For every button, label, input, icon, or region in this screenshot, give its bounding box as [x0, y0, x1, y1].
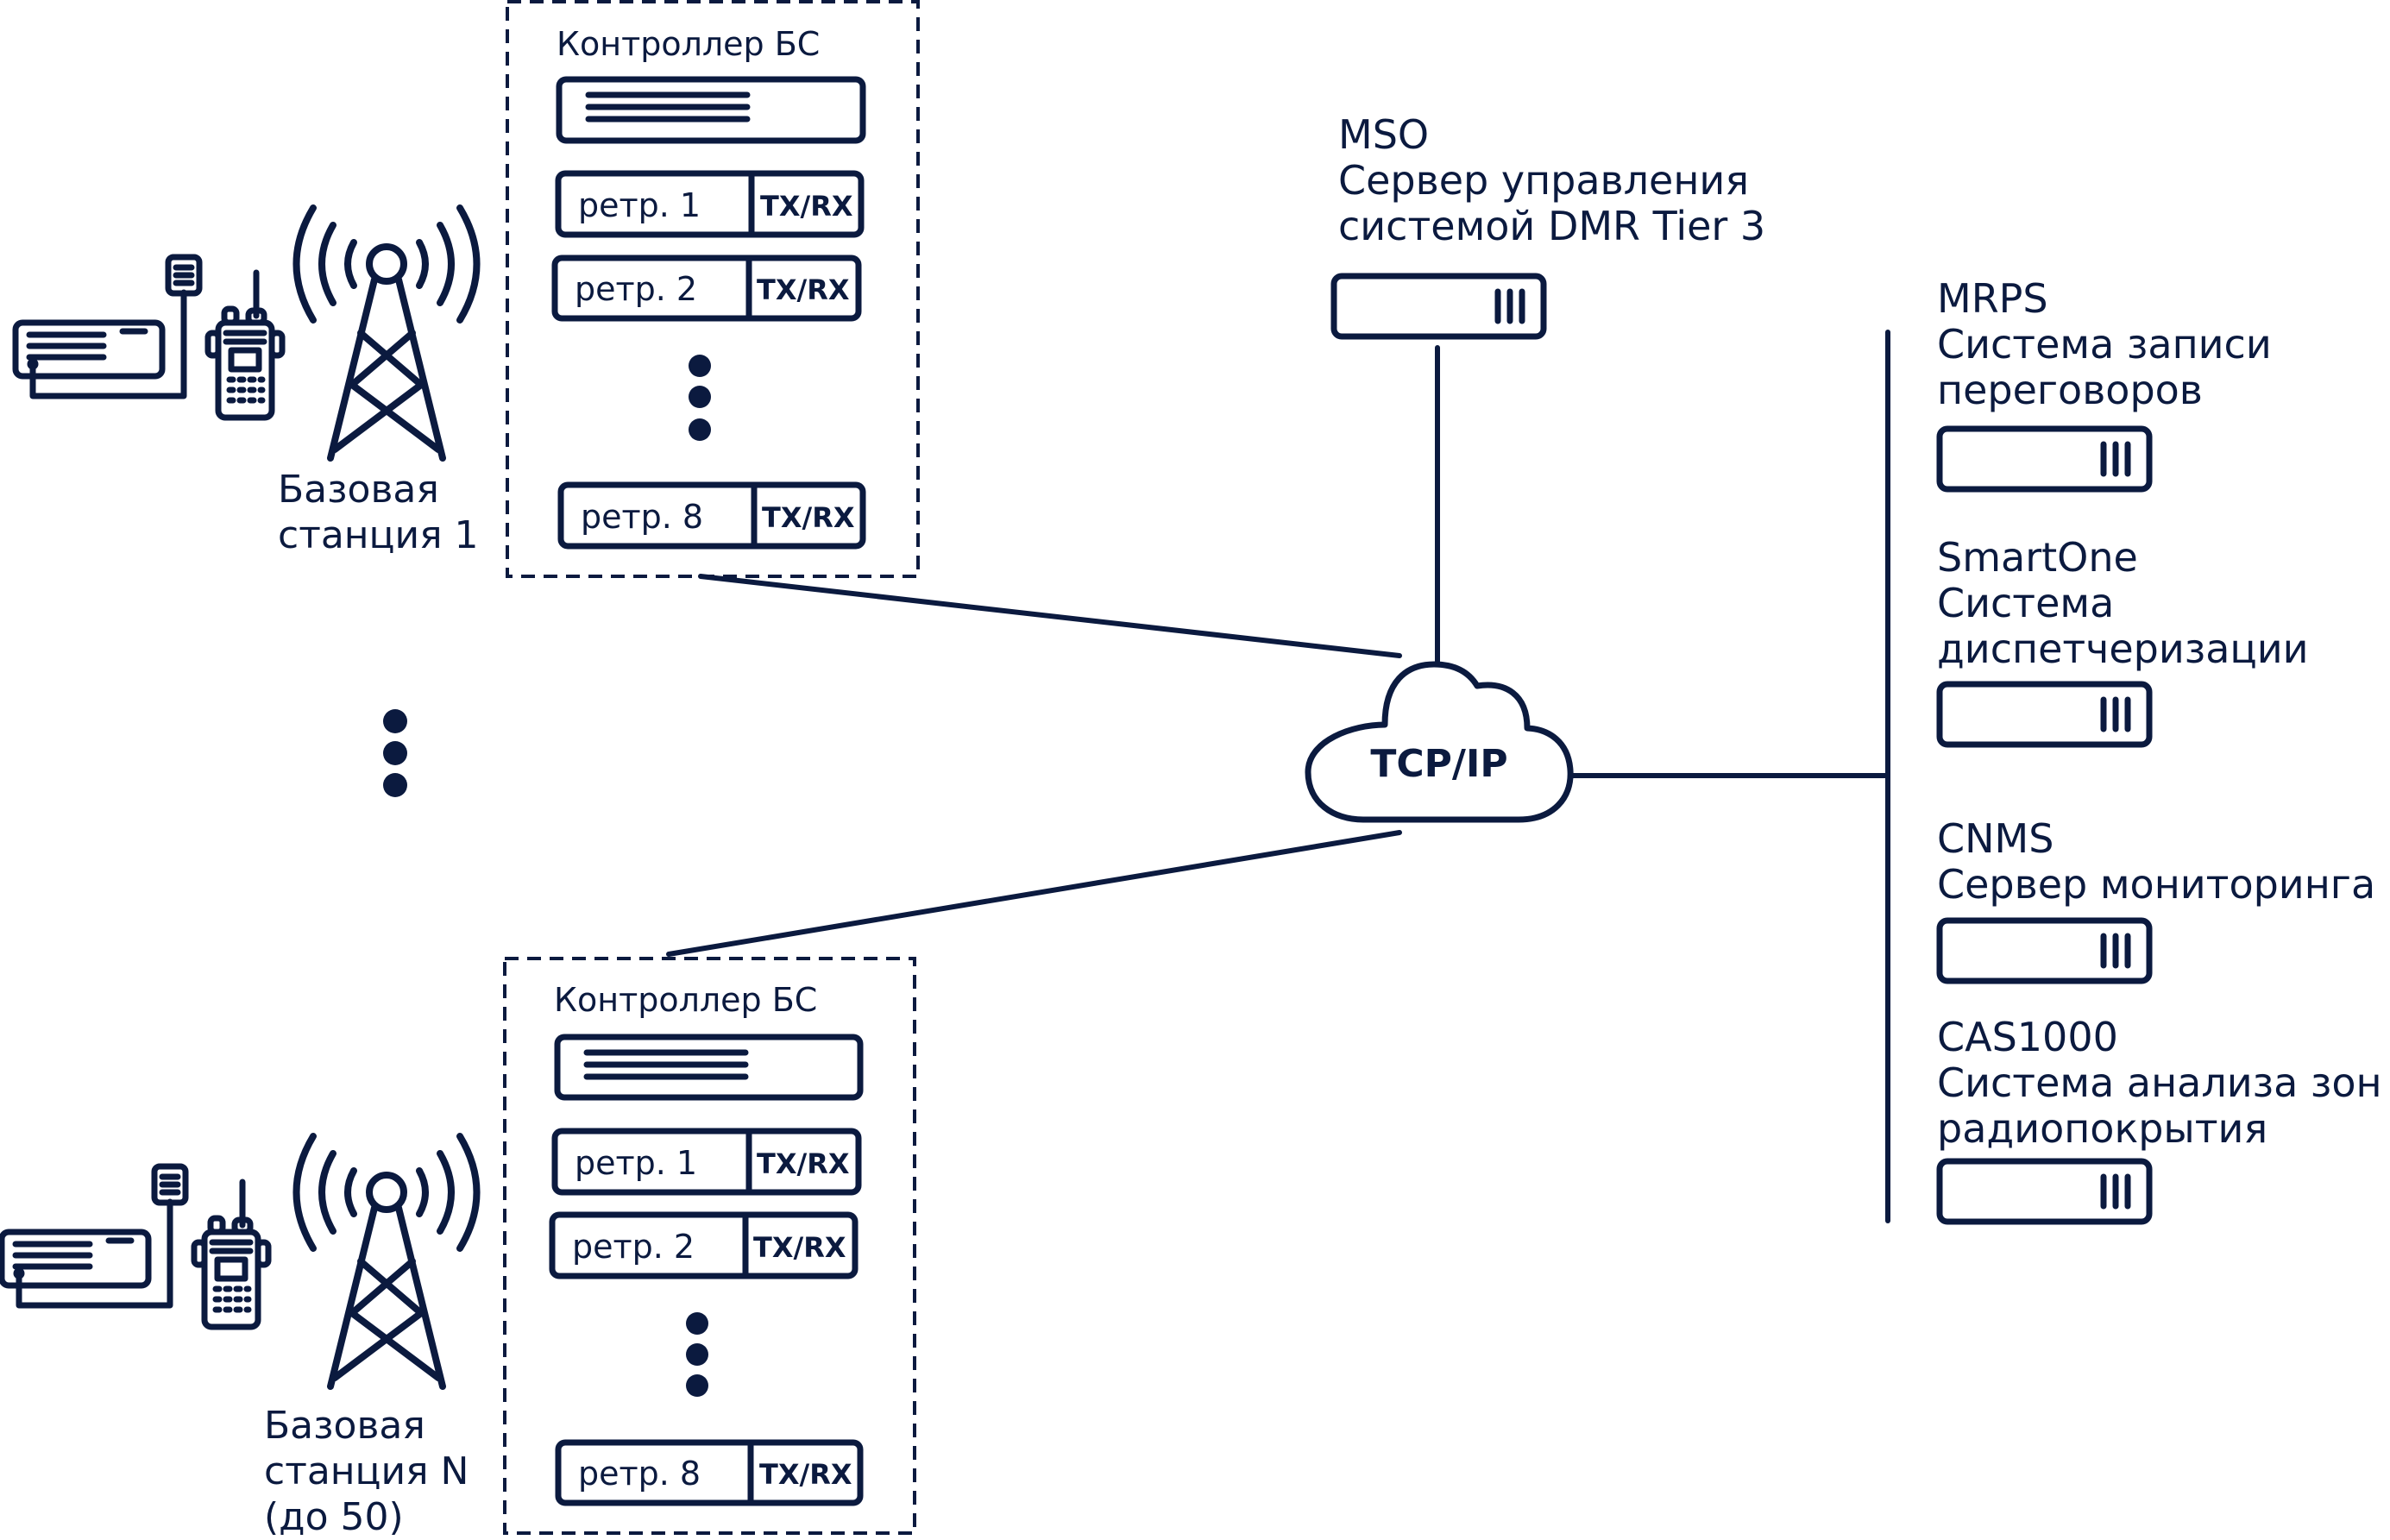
base-station-label-line1: Базовая [264, 1404, 425, 1448]
server-cnms: CNMS Сервер мониторинга [1937, 815, 2375, 981]
base-station-label-line3: (до 50) [264, 1495, 404, 1539]
controller-dashed-frame [503, 957, 916, 1535]
server-title: CNMS [1937, 815, 2054, 862]
repeater-name: ретр. 2 [575, 270, 697, 308]
mso-server: MSO Сервер управления системой DMR Tier … [1334, 111, 1765, 336]
link-bs1-to-network [698, 574, 1402, 658]
base-stations-ellipsis [383, 709, 407, 797]
base-station-n: Базовая станция N (до 50) Контроллер БС … [2, 957, 916, 1539]
base-station-label-line2: станция N [264, 1449, 469, 1493]
ellipsis-dots [689, 355, 711, 441]
server-desc-line1: Сервер мониторинга [1937, 861, 2375, 908]
server-title: MRPS [1937, 275, 2048, 322]
repeater-port: TX/RX [753, 1231, 846, 1264]
server-icon [1940, 921, 2149, 981]
mso-desc-line2: системой DMR Tier 3 [1338, 203, 1765, 249]
server-desc-line2: радиопокрытия [1937, 1105, 2267, 1152]
controller-unit [556, 76, 866, 144]
server-desc-line1: Система анализа зон [1937, 1059, 2382, 1106]
radio-tower-icon [297, 208, 477, 458]
repeater-name: ретр. 1 [575, 1144, 697, 1182]
repeater-row: ретр. 1 TX/RX [555, 170, 865, 238]
server-smartone: SmartOne Система диспетчеризации [1937, 534, 2309, 745]
repeater-port: TX/RX [757, 1147, 850, 1180]
server-mrps: MRPS Система записи переговоров [1937, 275, 2272, 489]
repeater-port: TX/RX [759, 1458, 852, 1491]
base-station-label-line2: станция 1 [278, 513, 479, 557]
radio-tower-icon [297, 1136, 477, 1386]
repeater-port: TX/RX [760, 190, 853, 223]
server-icon [1334, 276, 1544, 336]
connection-lines [666, 330, 1890, 1223]
repeater-row: ретр. 2 TX/RX [549, 1211, 859, 1279]
server-cas1000: CAS1000 Система анализа зон радиопокрыти… [1937, 1014, 2382, 1222]
repeater-row: ретр. 8 TX/RX [557, 481, 866, 550]
mobile-radio-icon [2, 1166, 268, 1327]
server-icon [1940, 429, 2149, 489]
cloud-icon [1305, 661, 1574, 823]
repeater-name: ретр. 8 [581, 498, 703, 536]
server-desc-line2: переговоров [1937, 367, 2203, 413]
repeater-port: TX/RX [762, 501, 855, 534]
server-desc-line2: диспетчеризации [1937, 625, 2309, 672]
link-bsn-to-network [666, 830, 1402, 957]
ellipsis-dots [686, 1312, 708, 1397]
base-station-label-line1: Базовая [278, 468, 439, 512]
controller-title: Контроллер БС [557, 25, 820, 63]
controller-title: Контроллер БС [554, 981, 817, 1019]
server-title: CAS1000 [1937, 1014, 2118, 1060]
controller-group: Контроллер БС ретр. 1 TX/RX ретр. 2 TX/R… [503, 957, 916, 1535]
base-station-1: Базовая станция 1 Контроллер БС ретр. 1 … [16, 0, 920, 578]
repeater-name: ретр. 2 [572, 1228, 695, 1266]
mobile-radio-icon [16, 257, 282, 418]
controller-unit [554, 1034, 864, 1101]
server-icon [1940, 684, 2149, 745]
server-icon [1940, 1161, 2149, 1222]
repeater-port: TX/RX [757, 273, 850, 306]
tcpip-cloud: TCP/IP [1305, 661, 1574, 823]
repeater-row: ретр. 8 TX/RX [555, 1439, 864, 1506]
server-desc-line1: Система записи [1937, 321, 2272, 368]
mso-title: MSO [1338, 111, 1429, 158]
server-desc-line1: Система [1937, 580, 2114, 626]
controller-group: Контроллер БС ретр. 1 TX/RX ретр. 2 TX/R… [506, 0, 920, 578]
repeater-row: ретр. 2 TX/RX [551, 255, 862, 322]
repeater-name: ретр. 1 [578, 186, 701, 224]
network-label: TCP/IP [1370, 742, 1507, 786]
mso-desc-line1: Сервер управления [1338, 157, 1749, 204]
repeater-row: ретр. 1 TX/RX [551, 1128, 862, 1196]
repeater-name: ретр. 8 [578, 1455, 701, 1493]
server-title: SmartOne [1937, 534, 2138, 581]
